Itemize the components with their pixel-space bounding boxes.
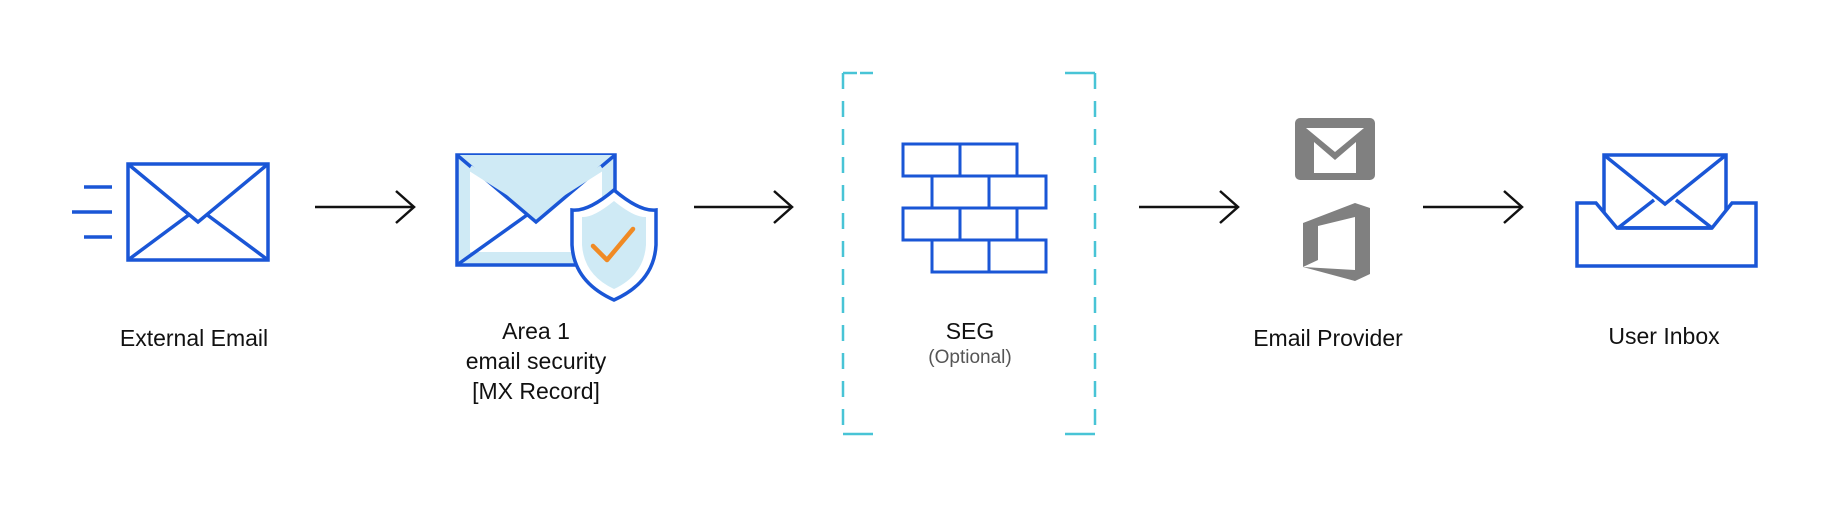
area1-label-line2: email security [465, 348, 607, 374]
area1-label: Area 1 email security [MX Record] [436, 316, 636, 406]
user-inbox-label: User Inbox [1608, 323, 1720, 349]
area1-label-line1: Area 1 [502, 318, 570, 344]
seg-label-title: SEG [945, 318, 995, 344]
email-provider-label: Email Provider [1253, 325, 1403, 351]
seg-label: SEG (Optional) [870, 316, 1070, 370]
seg-optional-label: (Optional) [928, 347, 1012, 368]
area1-label-line3: [MX Record] [472, 378, 600, 404]
external-email-label: External Email [119, 325, 269, 351]
